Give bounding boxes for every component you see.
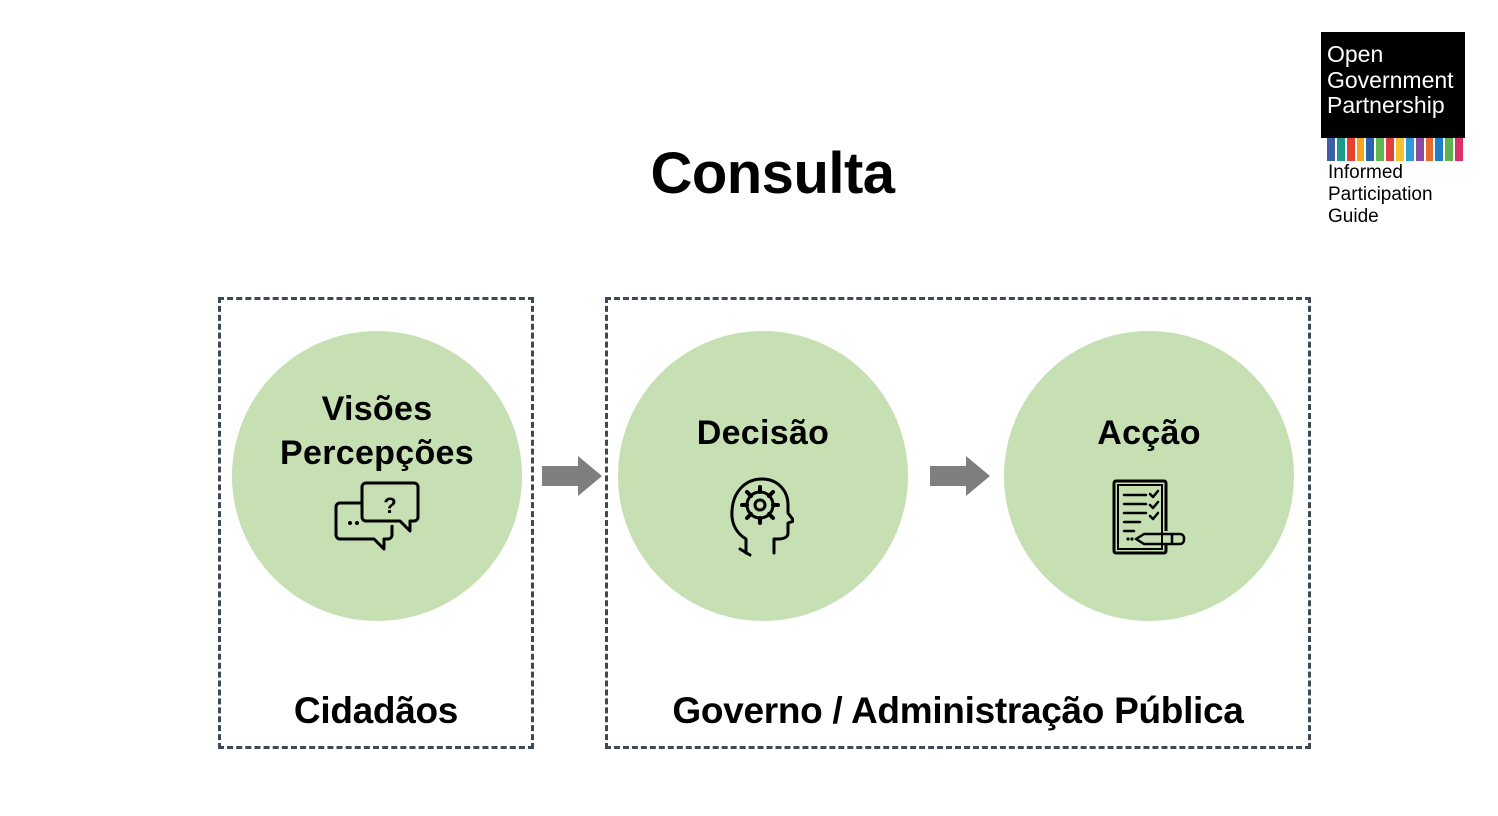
logo-stripe xyxy=(1435,138,1444,161)
logo-stripe xyxy=(1336,138,1345,161)
logo-stripe xyxy=(1327,138,1335,161)
logo-stripe xyxy=(1366,138,1375,161)
arrow-right-1 xyxy=(542,456,602,496)
guide-line-1: Informed xyxy=(1328,162,1403,183)
logo-stripe xyxy=(1376,138,1385,161)
citizens-group-label: Cidadãos xyxy=(293,690,459,731)
page-title: Consulta xyxy=(650,141,895,206)
node-accao: Acção xyxy=(1004,331,1294,621)
government-group-label: Governo / Administração Pública xyxy=(672,690,1244,731)
logo-stripe xyxy=(1405,138,1414,161)
logo-stripe xyxy=(1445,138,1454,161)
logo-stripe xyxy=(1346,138,1355,161)
svg-text:?: ? xyxy=(383,493,396,518)
logo-line-2: Government xyxy=(1327,67,1454,93)
logo-stripe xyxy=(1396,138,1404,161)
logo-stripe xyxy=(1386,138,1395,161)
checklist-pencil-icon xyxy=(1112,479,1186,555)
logo-color-stripes xyxy=(1327,138,1465,161)
node-visoes-line-2: Percepções xyxy=(280,434,474,472)
ogp-logo: Open Government Partnership xyxy=(1321,32,1465,138)
node-accao-label: Acção xyxy=(1097,414,1201,452)
logo-stripe xyxy=(1425,138,1434,161)
logo-stripe xyxy=(1455,138,1464,161)
guide-line-3: Guide xyxy=(1328,206,1379,227)
node-decisao: Decisão xyxy=(618,331,908,621)
logo-line-1: Open xyxy=(1327,41,1384,67)
guide-line-2: Participation xyxy=(1328,184,1433,205)
node-visoes: Visões Percepções ? xyxy=(232,331,522,621)
citizens-group xyxy=(218,297,534,749)
arrow-right-2 xyxy=(930,456,990,496)
logo-line-3: Partnership xyxy=(1327,92,1445,118)
government-group xyxy=(605,297,1311,749)
logo-stripe xyxy=(1415,138,1424,161)
head-gear-icon xyxy=(730,477,794,557)
node-decisao-label: Decisão xyxy=(696,414,830,452)
logo-stripe xyxy=(1356,138,1365,161)
node-visoes-line-1: Visões xyxy=(321,390,433,428)
speech-bubbles-icon: ? xyxy=(334,481,420,551)
